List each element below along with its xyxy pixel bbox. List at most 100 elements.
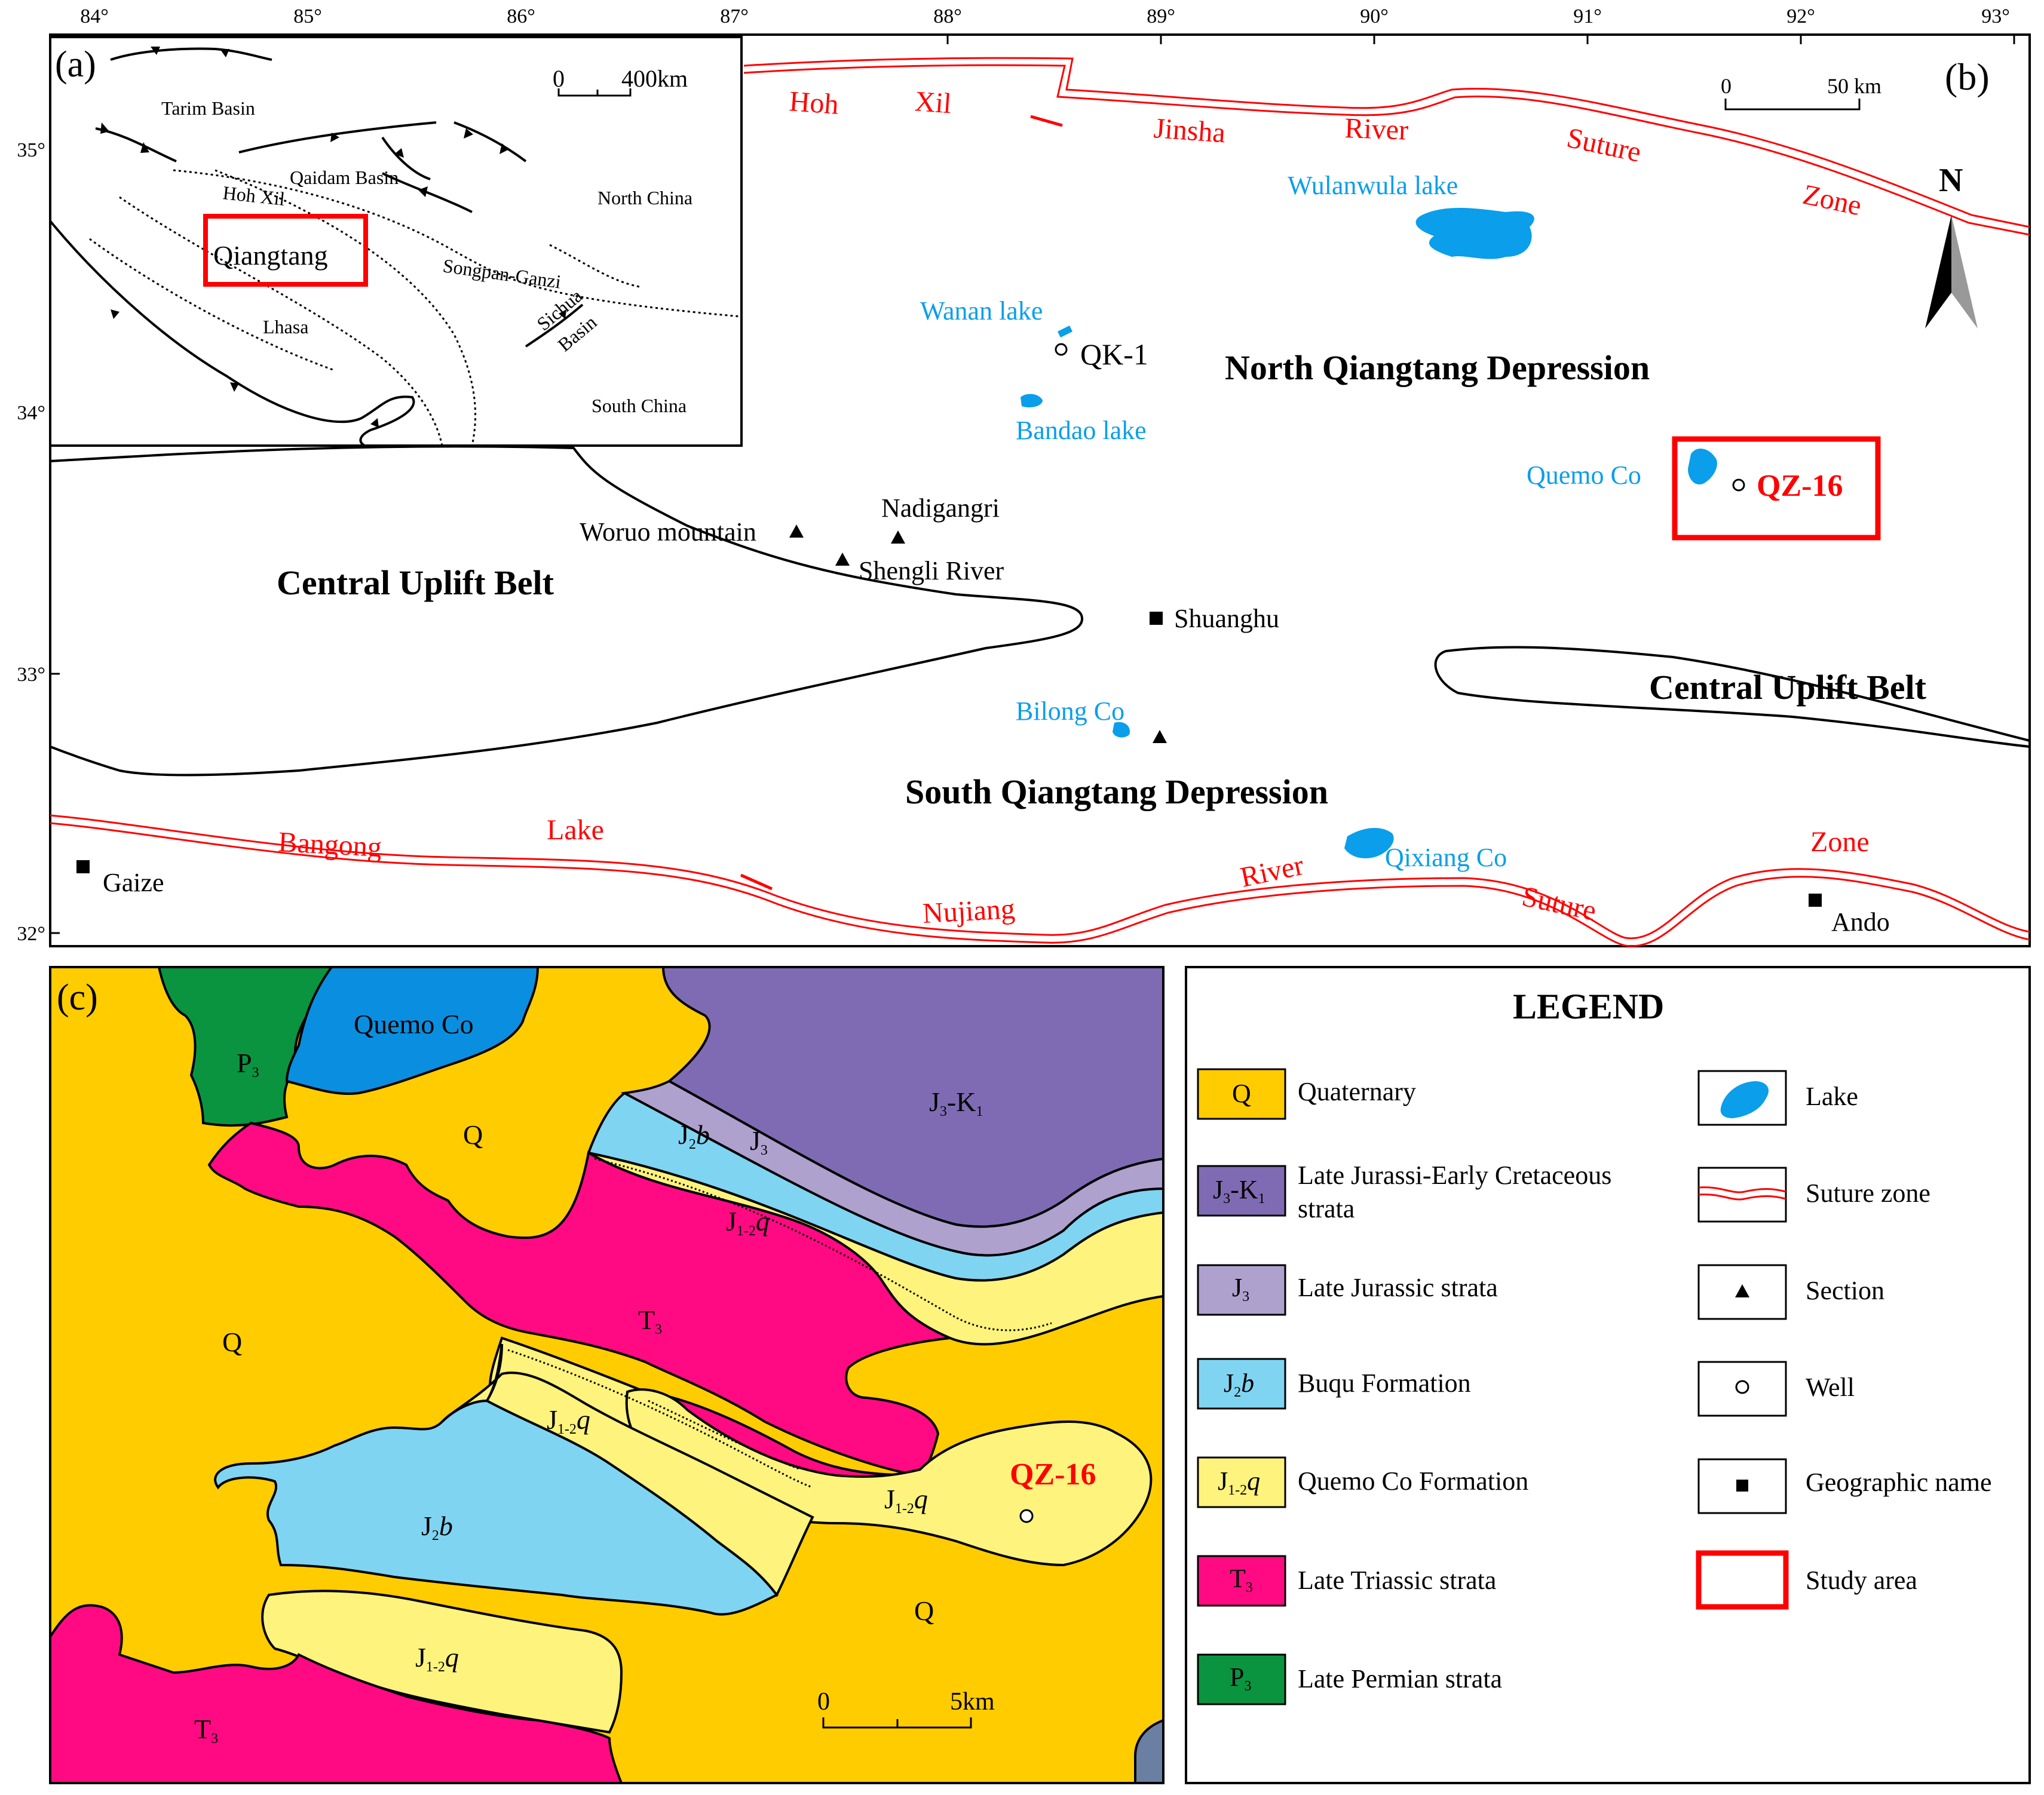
lat-label: 34° xyxy=(17,402,45,424)
section-label: Woruo mountain xyxy=(580,517,756,547)
inset-label: Lhasa xyxy=(263,316,308,337)
inset-boundaries xyxy=(89,169,742,446)
legend-symbols: Lake Suture zone Section Well Geographic… xyxy=(1696,1070,1992,1610)
suture-label: Xil xyxy=(914,85,952,119)
lon-label: 86° xyxy=(507,5,535,27)
section-label: Nadigangri xyxy=(881,493,1000,523)
swatch-j2b xyxy=(1197,1358,1286,1410)
section-icon xyxy=(1735,1284,1749,1297)
inset-qiangtang-label: Qiangtang xyxy=(213,240,328,271)
well-qk1-marker xyxy=(1055,343,1068,356)
bilong-lake-shape xyxy=(1113,722,1130,738)
panel-c-labels: (c) Quemo Co Q Q Q P3 T3 T3 J3-K1 J3 J2b… xyxy=(57,977,1096,1747)
qz16-well-c xyxy=(1019,1509,1034,1523)
panel-a-frame xyxy=(49,36,743,447)
region-label: South Qiangtang Depression xyxy=(905,772,1328,811)
section-labels: Woruo mountain Nadigangri Shengli River xyxy=(580,493,1004,585)
unit-label-q: Q xyxy=(914,1595,934,1626)
panel-a: (a) xyxy=(49,36,743,447)
inset-scale-zero: 0 xyxy=(553,65,565,92)
legend-unit-name: Buqu Formation xyxy=(1298,1369,1471,1398)
lake-label: Quemo Co xyxy=(1527,461,1641,490)
lon-label: 92° xyxy=(1786,5,1815,27)
svg-text:J2b: J2b xyxy=(1224,1369,1254,1400)
inset-faults xyxy=(49,47,584,447)
legend-symbol-name: Section xyxy=(1806,1276,1884,1305)
wulanwula-lake-shape xyxy=(1415,208,1534,259)
legend-symbol-name: Well xyxy=(1806,1373,1855,1402)
jinsha-fault-segment xyxy=(1030,115,1063,127)
panel-b: 84° 85° 86° 87° 88° 89° 90° 91° 92° 93° … xyxy=(17,5,2031,947)
unit-label-q: Q xyxy=(222,1327,242,1357)
suture-label: Suture xyxy=(1564,122,1644,168)
unit-t3-bottom xyxy=(50,1604,623,1783)
legend-title: LEGEND xyxy=(1513,987,1664,1026)
region-label: Central Uplift Belt xyxy=(277,563,554,602)
suture-label: Zone xyxy=(1800,179,1864,222)
inset-qiangtang-box xyxy=(203,214,368,287)
lon-label: 89° xyxy=(1147,5,1175,27)
legend-units: Q Quaternary J3-K1 Late Jurassi-Early Cr… xyxy=(1197,1068,1611,1705)
lake-icon xyxy=(1720,1081,1769,1118)
lat-label: 33° xyxy=(17,664,45,686)
inset-label: North China xyxy=(597,187,692,208)
lon-label: 84° xyxy=(80,5,109,27)
well-qz16-marker xyxy=(1732,478,1745,492)
north-arrow: N xyxy=(1925,162,1978,329)
lon-label: 93° xyxy=(1981,5,2010,27)
unit-label-j3k1: J3-K1 xyxy=(929,1087,983,1119)
legend-symbol-name: Lake xyxy=(1806,1082,1858,1111)
suture-label: River xyxy=(1344,112,1409,146)
legend-unit-name: Late Triassic strata xyxy=(1298,1566,1496,1595)
geographic-icon xyxy=(1736,1480,1748,1492)
swatch-quaternary xyxy=(1197,1068,1286,1120)
unit-corner xyxy=(1134,1719,1163,1783)
swatch-t3 xyxy=(1197,1555,1286,1607)
legend-unit-name: Late Permian strata xyxy=(1298,1664,1502,1693)
well-qk1-label: QK-1 xyxy=(1080,337,1148,371)
well-qz16-label: QZ-16 xyxy=(1757,469,1843,503)
lon-label: 90° xyxy=(1360,5,1389,27)
latitude-axis: 35° 34° 33° 32° xyxy=(17,139,60,945)
legend-unit-name: Late Jurassi-Early Cretaceous xyxy=(1298,1161,1611,1190)
place-labels: Shuanghu Gaize Ando xyxy=(103,604,1890,937)
lakes xyxy=(1021,208,1717,858)
bangong-suture xyxy=(50,814,2030,947)
lake-label: Bandao lake xyxy=(1016,416,1147,445)
north-label: N xyxy=(1939,162,1963,199)
sections xyxy=(789,524,1167,743)
legend-symbol-name: Study area xyxy=(1806,1566,1917,1595)
scale-bar-b: 0 50 km xyxy=(1721,74,1881,111)
study-area-box xyxy=(1672,436,1881,541)
suture-label: River xyxy=(1237,849,1306,894)
place-label: Ando xyxy=(1831,907,1890,937)
places xyxy=(76,612,1822,907)
dotted-contacts xyxy=(507,1158,1052,1489)
suture-label: Hoh xyxy=(788,85,839,121)
scale-zero-c: 0 xyxy=(817,1688,830,1716)
panel-b-frame xyxy=(49,33,2031,947)
lake-label: Bilong Co xyxy=(1016,696,1124,726)
inset-scale: 0 400km xyxy=(553,65,688,97)
suture-label: Zone xyxy=(1810,826,1870,858)
region-label: North Qiangtang Depression xyxy=(1225,348,1650,387)
qixiang-lake-shape xyxy=(1344,827,1394,858)
suture-labels: Hoh Xil Jinsha River Suture Zone Bangong… xyxy=(277,85,1869,929)
lake-label: Wanan lake xyxy=(920,296,1043,326)
swatch-j3 xyxy=(1197,1264,1286,1316)
legend-unit-name: Quemo Co Formation xyxy=(1298,1466,1528,1496)
lon-label: 85° xyxy=(293,5,322,27)
legend-unit-name: Quaternary xyxy=(1298,1077,1416,1106)
region-label: Central Uplift Belt xyxy=(1649,668,1927,707)
inset-scale-label: 400km xyxy=(621,65,688,92)
unit-label-q: Q xyxy=(463,1119,483,1150)
inset-label: South China xyxy=(592,395,687,416)
lat-label: 32° xyxy=(17,923,45,945)
inset-label: Tarim Basin xyxy=(161,97,255,119)
suture-label: Nujiang xyxy=(922,893,1016,929)
central-uplift-boundaries xyxy=(50,445,2030,777)
jinsha-suture xyxy=(743,57,2030,236)
svg-text:J3-K1: J3-K1 xyxy=(1213,1175,1265,1207)
lon-label: 88° xyxy=(933,5,962,27)
panel-c xyxy=(50,967,1163,1783)
